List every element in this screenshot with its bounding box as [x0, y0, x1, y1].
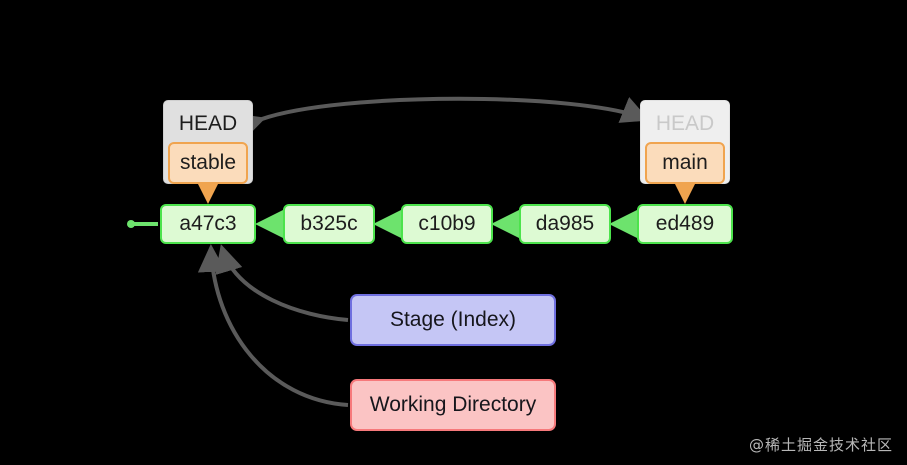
edge-working-to-a47c3 [197, 244, 349, 407]
commit-node-c10b9[interactable]: c10b9 [401, 204, 493, 244]
branch-chip-stable[interactable]: stable [168, 142, 248, 184]
stage-index-box[interactable]: Stage (Index) [350, 294, 556, 346]
branch-chip-main[interactable]: main [645, 142, 725, 184]
edge-stage-to-a47c3 [215, 244, 349, 322]
head-cluster-stable[interactable]: HEAD stable [163, 100, 253, 184]
commit-node-ed489[interactable]: ed489 [637, 204, 733, 244]
edge-head-to-head [234, 96, 650, 141]
commit-node-da985[interactable]: da985 [519, 204, 611, 244]
working-directory-box[interactable]: Working Directory [350, 379, 556, 431]
commit-node-b325c[interactable]: b325c [283, 204, 375, 244]
head-label: HEAD [178, 112, 238, 135]
commit-node-a47c3[interactable]: a47c3 [160, 204, 256, 244]
watermark: @稀土掘金技术社区 [748, 436, 893, 454]
head-cluster-main[interactable]: HEAD main [640, 100, 730, 184]
head-label-inactive: HEAD [655, 112, 715, 135]
